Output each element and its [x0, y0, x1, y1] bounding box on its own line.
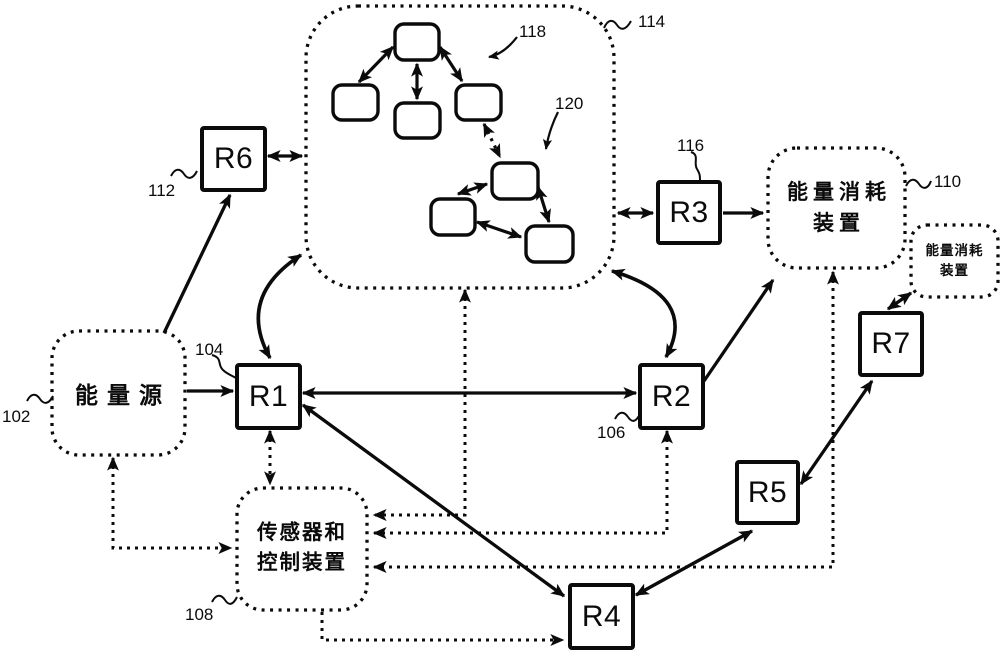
r7-box — [858, 311, 924, 377]
energy-consumer-small-label: 能量消耗 装置 — [911, 225, 998, 297]
leader-118-arrow — [488, 36, 518, 60]
energy-consumer-main-line2: 装置 — [813, 211, 865, 235]
r1-box — [235, 363, 302, 430]
edge-r2-consumer — [702, 278, 775, 382]
cloud-node-7 — [524, 224, 575, 264]
leader-106 — [614, 411, 641, 422]
leader-102 — [26, 393, 54, 404]
leader-114 — [603, 19, 632, 30]
network-cloud-114 — [304, 4, 616, 290]
cloud-node-2 — [331, 83, 380, 122]
r3-box — [656, 180, 722, 245]
ref-110: 110 — [934, 172, 962, 191]
energy-consumer-main-box — [766, 146, 907, 270]
edge-r4-r5 — [634, 529, 754, 597]
ref-116: 116 — [677, 136, 705, 155]
cloud-node-3 — [393, 101, 442, 140]
leader-112 — [170, 168, 198, 179]
ref-120: 120 — [555, 94, 584, 113]
sensor-control-line2: 控制装置 — [257, 552, 347, 574]
leader-116 — [690, 151, 701, 182]
sensor-control-label: 传感器和 控制装置 — [237, 488, 367, 610]
r6-label: R6 — [213, 142, 254, 175]
sensor-control-line1: 传感器和 — [257, 522, 347, 545]
leader-110 — [905, 178, 932, 189]
ref-104: 104 — [195, 340, 224, 359]
edge-network-r2-curve — [610, 268, 678, 359]
energy-source-label: 能量源 — [52, 331, 185, 455]
energy-consumer-small-line2: 装置 — [940, 263, 969, 278]
r6-box — [200, 126, 267, 192]
cloud-edge-5-7 — [536, 185, 551, 224]
cloud-node-1 — [393, 22, 441, 62]
energy-consumer-main-label: 能量消耗 装置 — [768, 148, 905, 268]
r4-label: R4 — [581, 599, 622, 633]
cloud-edge-1-4 — [438, 45, 464, 83]
cloud-edge-4-5-dashed — [482, 122, 502, 159]
ref-108: 108 — [185, 605, 214, 624]
edge-r1-network-curve — [256, 253, 303, 360]
cloud-node-5 — [490, 161, 540, 201]
edge-r5-r7 — [799, 379, 874, 486]
ref-118: 118 — [519, 22, 547, 41]
ref-112: 112 — [148, 181, 176, 200]
r7-label: R7 — [871, 327, 911, 360]
leader-108 — [211, 594, 238, 605]
energy-consumer-main-line1: 能量消耗 — [787, 179, 891, 204]
edge-network-sensor — [372, 288, 471, 521]
edge-source-sensor — [107, 456, 233, 554]
leader-120-arrow — [542, 111, 559, 150]
cloud-edge-6-7 — [475, 220, 523, 239]
energy-source-text: 能量源 — [75, 383, 171, 408]
cloud-edge-1-2 — [357, 45, 395, 84]
r2-label: R2 — [651, 379, 692, 413]
ref-102: 102 — [2, 407, 31, 426]
energy-source-box — [50, 329, 187, 457]
ref-114: 114 — [638, 12, 666, 31]
edge-r7-consumer-small — [886, 291, 913, 311]
r4-box — [568, 583, 635, 650]
cloud-node-6 — [429, 197, 477, 237]
edge-consumer-sensor — [372, 270, 839, 573]
ref-106: 106 — [597, 423, 626, 442]
r1-label: R1 — [248, 379, 289, 413]
edge-r2-sensor — [372, 429, 673, 539]
edge-source-r6 — [162, 193, 232, 334]
energy-consumer-small-line1: 能量消耗 — [925, 243, 984, 259]
energy-consumer-small-box — [909, 223, 1000, 299]
edge-sensor-r4 — [320, 612, 565, 646]
r5-label: R5 — [747, 475, 788, 509]
leader-104 — [211, 354, 237, 379]
r3-label: R3 — [669, 195, 709, 229]
cloud-edge-6-5 — [456, 182, 489, 196]
cloud-node-4 — [454, 83, 503, 122]
